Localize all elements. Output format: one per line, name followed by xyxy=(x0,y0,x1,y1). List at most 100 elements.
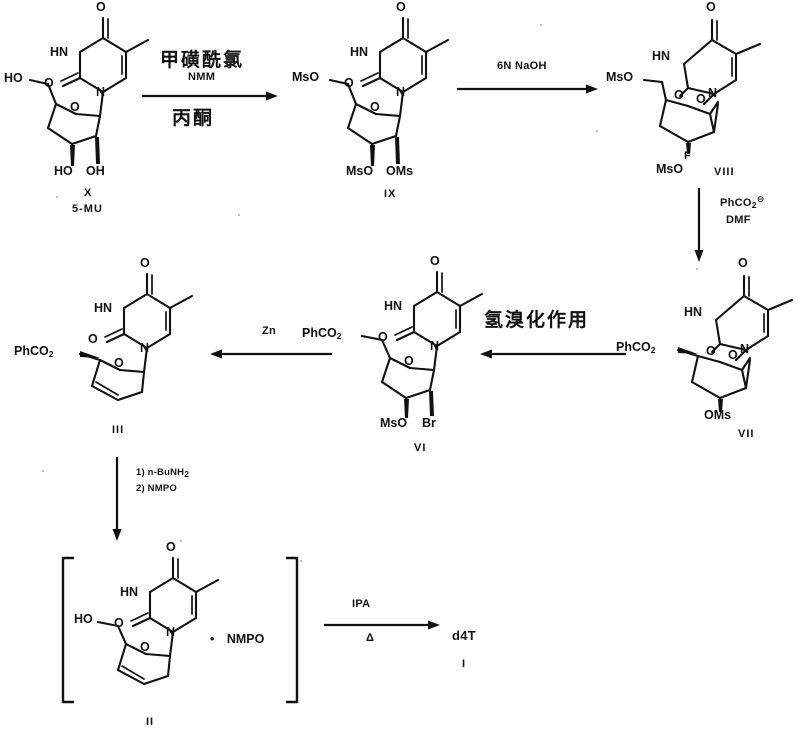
ester-text-VII: PhCO xyxy=(616,340,651,354)
compound-II-svg xyxy=(96,556,220,686)
atom-label-O2-II: O xyxy=(114,616,124,630)
compound-label-IX: IX xyxy=(384,188,397,200)
compound-IX-structure: O HN O N MsO O MsO OMs xyxy=(292,0,488,184)
arrow-1-reagent-primary: 甲磺酰氯 xyxy=(160,49,245,71)
compound-IX-svg xyxy=(328,16,450,166)
arrow-3-reagent-text: PhCO xyxy=(720,197,752,209)
ester-sub-VI: 2 xyxy=(336,331,342,341)
arrow-1-group: 甲磺酰氯 NMM 丙酮 xyxy=(140,45,280,135)
speck-7 xyxy=(180,540,182,542)
atom-label-OMs-VII: OMs xyxy=(704,408,732,422)
atom-label-MsO3-IX: MsO xyxy=(346,164,374,178)
ester-label-VII: PhCO2 xyxy=(616,340,655,355)
speck-1 xyxy=(56,196,58,198)
ester-sub-III: 2 xyxy=(48,349,54,359)
compound-label-III: III xyxy=(112,424,125,436)
speck-4 xyxy=(300,560,302,562)
arrow-6-reagent-secondary: 2) NMPO xyxy=(136,483,177,494)
atom-label-MsO5-VIII: MsO xyxy=(606,70,634,84)
arrow-1-shaft xyxy=(142,91,278,101)
arrow-4-reagent: 氢溴化作用 xyxy=(484,309,590,331)
arrow-2-reagent: 6N NaOH xyxy=(497,60,547,72)
atom-label-O4-II: O xyxy=(166,540,176,554)
arrow-7-group: IPA Δ xyxy=(322,598,442,658)
atom-label-ring-O-III: O xyxy=(114,356,124,370)
atom-label-ring-O-VII: O xyxy=(728,348,738,362)
atom-label-HN-VI: HN xyxy=(384,299,403,313)
speck-8 xyxy=(696,268,698,270)
compound-label-VII: VII xyxy=(738,428,755,440)
arrow-5-group: Zn xyxy=(208,325,333,375)
arrow-6-reagent-text: 1) n-BuNH xyxy=(136,467,185,478)
atom-label-O4-IX: O xyxy=(396,0,406,14)
compound-X-svg xyxy=(28,16,150,166)
atom-label-HN-X: HN xyxy=(50,45,69,59)
arrow-3-group: PhCO2⊖ DMF xyxy=(690,186,800,266)
atom-label-HN-II: HN xyxy=(120,585,139,599)
atom-label-ring-O-IX: O xyxy=(370,100,380,114)
speck-3 xyxy=(540,24,542,26)
atom-label-ring-O-VI: O xyxy=(404,354,414,368)
speck-6 xyxy=(596,130,598,132)
atom-label-anhydro-O-VIII: O xyxy=(674,88,684,102)
atom-label-HO5-X: HO xyxy=(4,71,23,85)
compound-VIII-structure: O HN N MsO O O F MsO xyxy=(606,0,798,176)
arrow-7-shaft xyxy=(324,620,440,630)
atom-label-ring-O-VIII: O xyxy=(696,92,706,106)
compound-II-bracket-group xyxy=(58,552,308,712)
arrow-3-reagent-charge: ⊖ xyxy=(756,194,765,204)
atom-label-O4-VI: O xyxy=(430,254,440,268)
ester-label-III: PhCO2 xyxy=(14,344,53,359)
arrow-6-group: 1) n-BuNH2 2) NMPO xyxy=(108,455,268,545)
arrow-4-group: 氢溴化作用 xyxy=(478,305,628,375)
atom-label-N1-VII: N xyxy=(740,342,750,356)
arrow-5-reagent: Zn xyxy=(262,325,277,337)
compound-label-II: II xyxy=(146,716,155,728)
atom-label-OMs2-IX: OMs xyxy=(386,164,414,178)
compound-VI-structure: O HN O N O MsO Br PhCO2 xyxy=(302,254,520,438)
compound-label-VIII: VIII xyxy=(714,166,735,178)
atom-label-ring-O-II: O xyxy=(140,640,150,654)
compound-label-X: X xyxy=(84,187,93,199)
arrow-6-reagent-primary: 1) n-BuNH2 xyxy=(136,467,189,479)
arrow-2-group: 6N NaOH xyxy=(455,60,600,110)
salt-complex-label: • NMPO xyxy=(210,630,264,648)
atom-label-O2-VI: O xyxy=(378,330,388,344)
atom-label-F-VIII: F xyxy=(684,150,691,162)
speck-5 xyxy=(42,470,44,472)
atom-label-ring-O-X: O xyxy=(70,100,80,114)
ester-text-VI: PhCO xyxy=(302,326,337,340)
salt-dot: • xyxy=(210,632,215,646)
atom-label-Br2-VI: Br xyxy=(422,416,436,430)
arrow-1-solvent: 丙酮 xyxy=(172,107,215,129)
arrow-3-reagent-sub: 2 xyxy=(751,200,757,210)
arrow-6-shaft xyxy=(112,457,122,541)
compound-name-5MU: 5-MU xyxy=(72,203,103,215)
atom-label-O4-III: O xyxy=(140,256,150,270)
atom-label-HO3-X: HO xyxy=(54,164,73,178)
atom-label-HO5-II: HO xyxy=(74,612,93,626)
compound-II-structure: O HN O N HO O xyxy=(74,540,258,713)
atom-label-N1-IX: N xyxy=(396,85,406,99)
bracket-left xyxy=(61,556,299,704)
atom-label-O2-X: O xyxy=(44,76,54,90)
atom-label-anhydro-O-VII: O xyxy=(706,344,716,358)
arrow-4-shaft xyxy=(480,349,626,359)
atom-label-O4-VIII: O xyxy=(706,0,716,14)
compound-VII-svg xyxy=(676,274,794,412)
compound-VII-structure: O HN N O O OMs PhCO2 xyxy=(608,256,798,437)
arrow-3-shaft xyxy=(694,188,704,262)
arrow-7-condition: Δ xyxy=(366,632,375,644)
atom-label-HN-III: HN xyxy=(94,301,113,315)
atom-label-O4-X: O xyxy=(96,0,106,14)
atom-label-N1-VI: N xyxy=(430,339,440,353)
atom-label-O4-VII: O xyxy=(738,256,748,270)
product-name-d4t: d4T xyxy=(452,628,477,643)
ester-label-VI: PhCO2 xyxy=(302,326,341,341)
arrow-5-shaft xyxy=(210,349,332,359)
atom-label-HN-VIII: HN xyxy=(652,49,671,63)
arrow-6-reagent-sub: 2 xyxy=(184,469,190,479)
ester-sub-VII: 2 xyxy=(650,345,656,355)
arrow-3-reagent-primary: PhCO2⊖ xyxy=(720,194,765,210)
